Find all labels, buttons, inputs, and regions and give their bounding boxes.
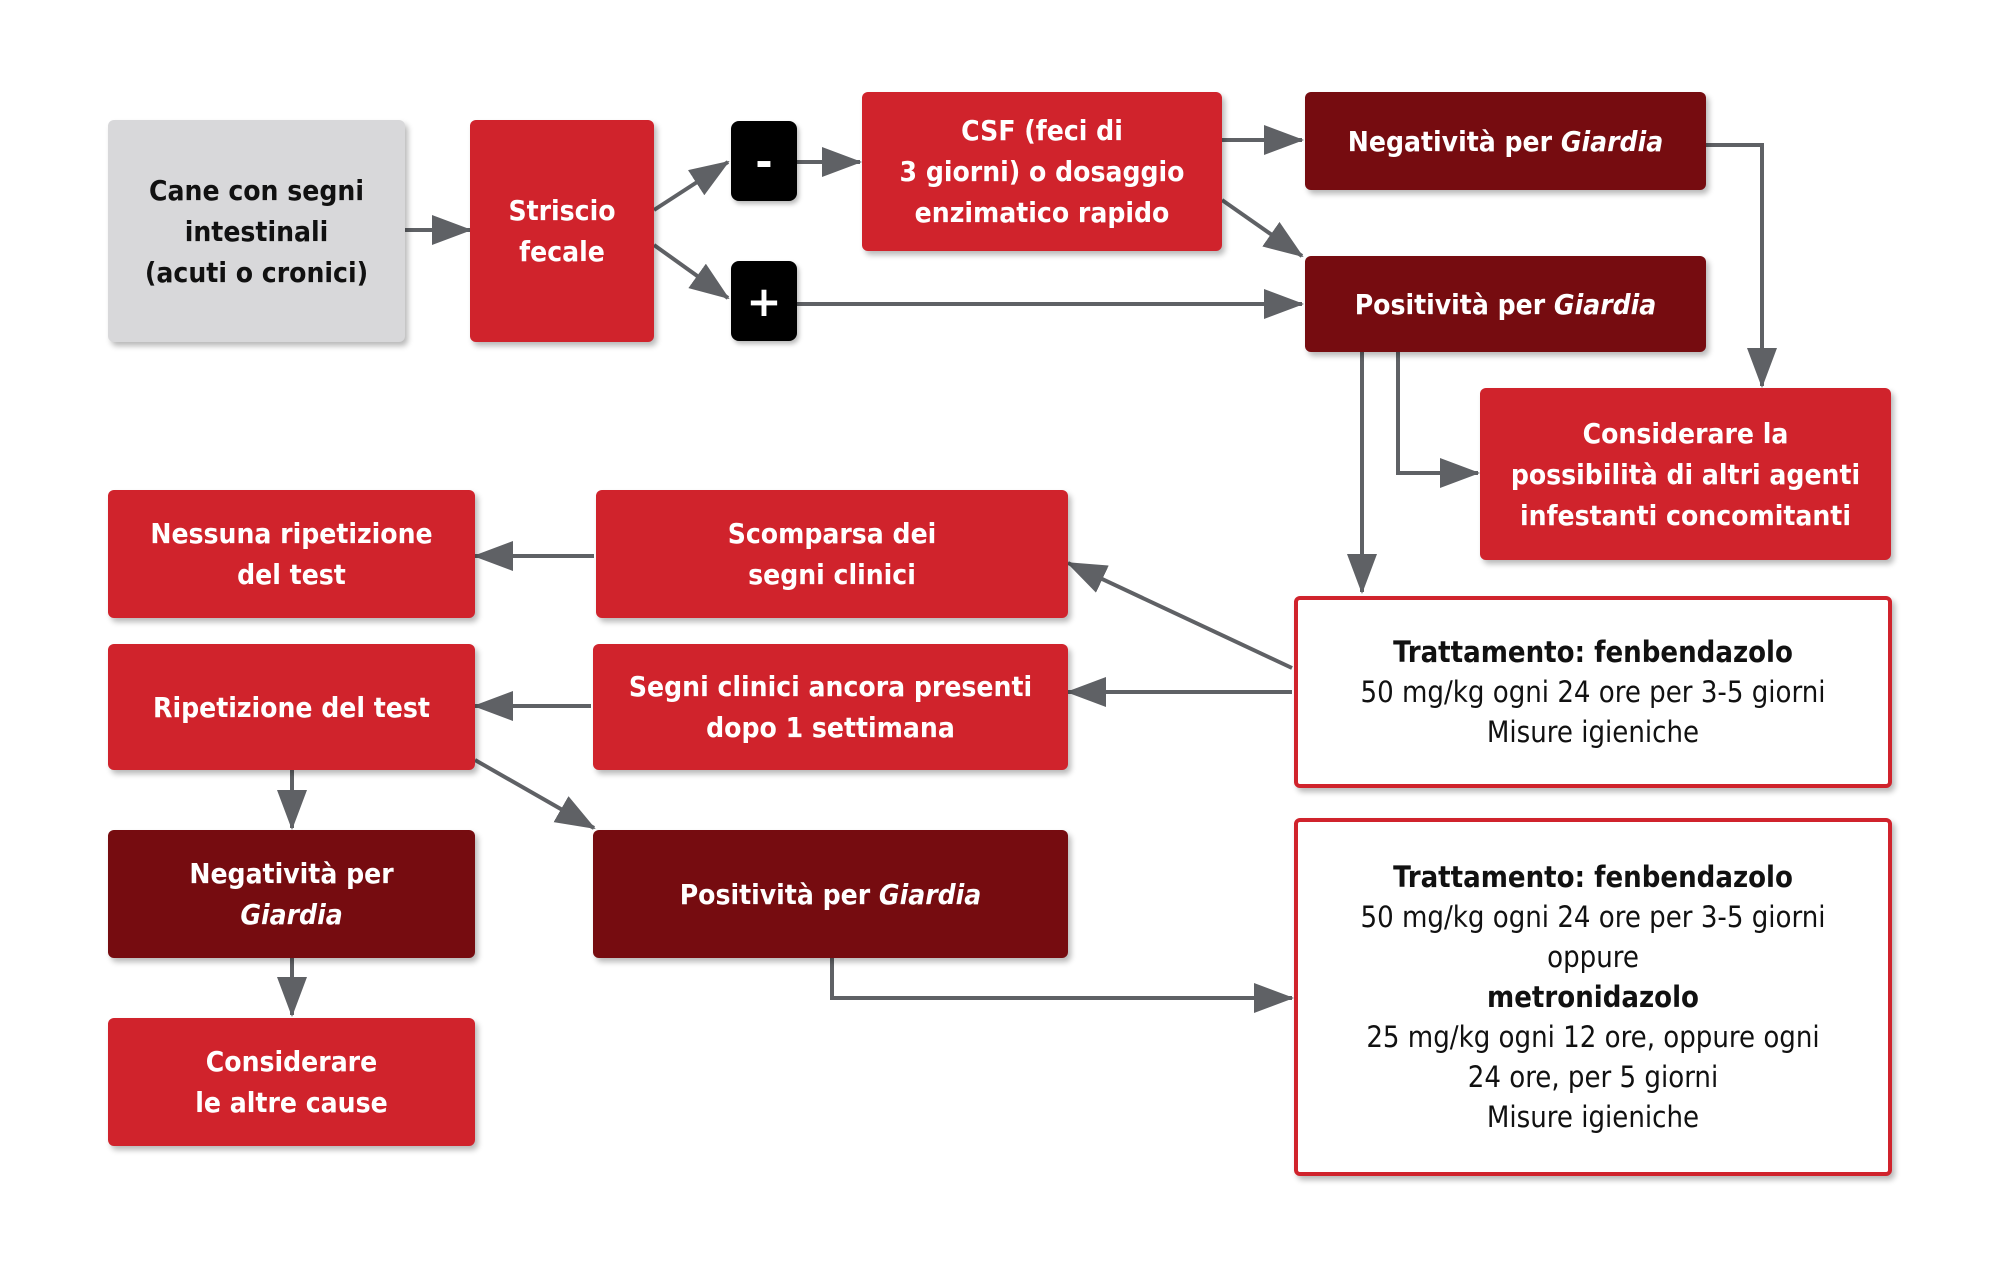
other-agents-line-2: possibilità di altri agenti (1510, 457, 1861, 491)
negative-giardia-node: Negatività per Giardia (1305, 92, 1706, 190)
resolved-line-1: Scomparsa dei (727, 517, 937, 550)
treatment-box-2: Trattamento: fenbendazolo 50 mg/kg ogni … (1294, 818, 1892, 1176)
other-agents-node: Considerare la possibilità di altri agen… (1480, 388, 1891, 560)
treatment-2-dose-2b: 24 ore, per 5 giorni (1467, 1060, 1719, 1094)
plus-sign: + (731, 261, 797, 341)
repeat-test-label: Ripetizione del test (153, 690, 430, 724)
start-line-1: Cane con segni (149, 173, 364, 207)
other-agents-line-3: infestanti concomitanti (1520, 498, 1851, 532)
treatment-1-dose: 50 mg/kg ogni 24 ore per 3-5 giorni (1360, 675, 1826, 709)
arrow-negative-to-other-agents (1706, 143, 1777, 388)
other-causes-line-1: Considerare (205, 1045, 378, 1078)
treatment-2-hygiene: Misure igieniche (1486, 1100, 1700, 1134)
smear-line-2: fecale (519, 235, 605, 268)
csf-line-1: CSF (feci di (961, 114, 1123, 147)
no-repeat-line-1: Nessuna ripetizione (150, 517, 433, 550)
positive-giardia-node: Positività per Giardia (1305, 256, 1706, 352)
negative-giardia-label: Negatività per Giardia (1347, 124, 1664, 158)
treatment-1-heading: Trattamento: fenbendazolo (1393, 635, 1793, 669)
arrow-repeat-to-positive (474, 758, 596, 830)
negative-giardia-bottom-node: Negatività per Giardia (108, 830, 475, 958)
repeat-test-node: Ripetizione del test (108, 644, 475, 770)
start-node: Cane con segni intestinali (acuti o cron… (108, 120, 405, 342)
positive-giardia-label: Positività per Giardia (1354, 287, 1657, 321)
arrow-smear-to-minus (652, 160, 730, 212)
fecal-smear-node: Striscio fecale (470, 120, 654, 342)
positive-giardia-bottom-node: Positività per Giardia (593, 830, 1068, 958)
persist-line-1: Segni clinici ancora presenti (628, 670, 1033, 703)
persist-node: Segni clinici ancora presenti dopo 1 set… (593, 644, 1068, 770)
arrow-smear-to-plus (652, 243, 730, 300)
other-causes-node: Considerare le altre cause (108, 1018, 475, 1146)
resolved-node: Scomparsa dei segni clinici (596, 490, 1068, 618)
positive-bottom-label: Positività per Giardia (679, 877, 982, 911)
treatment-box-1: Trattamento: fenbendazolo 50 mg/kg ogni … (1294, 596, 1892, 788)
resolved-line-2: segni clinici (748, 558, 916, 591)
csf-node: CSF (feci di 3 giorni) o dosaggio enzima… (862, 92, 1222, 251)
arrow-positive-to-other-agents (1396, 352, 1480, 488)
treatment-2-dose: 50 mg/kg ogni 24 ore per 3-5 giorni (1360, 900, 1826, 934)
persist-line-2: dopo 1 settimana (706, 711, 955, 744)
arrow-csf-to-positive (1220, 198, 1304, 258)
start-line-3: (acuti o cronici) (144, 255, 369, 289)
csf-line-3: enzimatico rapido (914, 196, 1170, 229)
minus-sign: - (731, 121, 797, 201)
smear-line-1: Striscio (508, 194, 616, 227)
negative-bottom-line-1: Negatività per (189, 857, 394, 890)
treatment-1-hygiene: Misure igieniche (1486, 715, 1700, 749)
other-agents-line-1: Considerare la (1582, 416, 1789, 450)
negative-bottom-line-2: Giardia (240, 898, 343, 931)
treatment-2-heading-2: metronidazolo (1487, 980, 1699, 1014)
no-repeat-node: Nessuna ripetizione del test (108, 490, 475, 618)
start-line-2: intestinali (184, 214, 329, 248)
csf-line-2: 3 giorni) o dosaggio (899, 155, 1185, 188)
arrow-positive-to-treatment-2 (830, 958, 1294, 1013)
treatment-2-or: oppure (1547, 940, 1639, 974)
no-repeat-line-2: del test (237, 558, 346, 591)
treatment-2-heading: Trattamento: fenbendazolo (1393, 860, 1793, 894)
treatment-2-dose-2a: 25 mg/kg ogni 12 ore, oppure ogni (1366, 1020, 1820, 1054)
arrow-treatment-to-resolved (1066, 561, 1293, 670)
other-causes-line-2: le altre cause (195, 1086, 388, 1119)
